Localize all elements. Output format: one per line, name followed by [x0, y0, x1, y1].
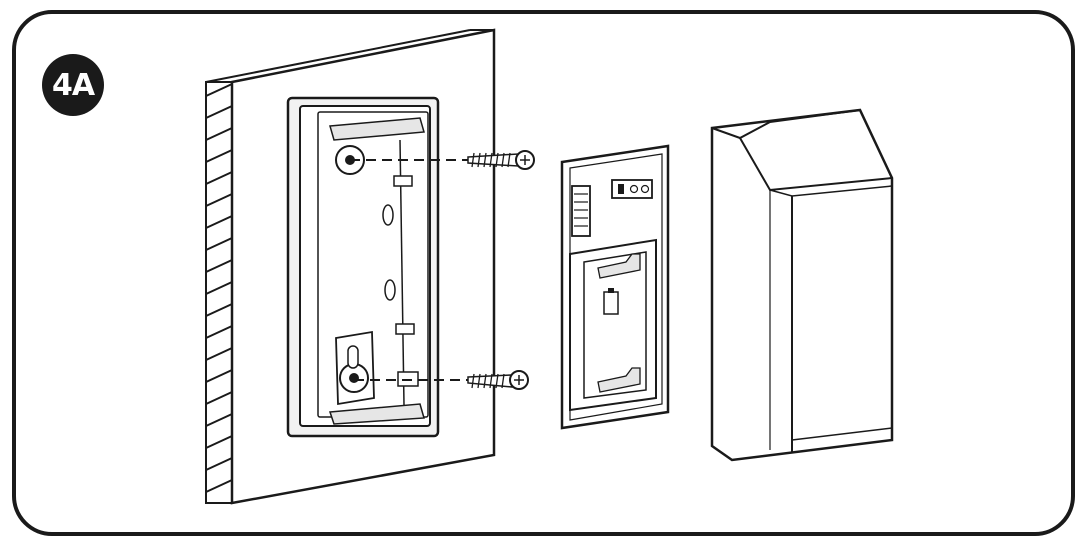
wall-mount-plate-icon [286, 96, 440, 438]
screw-icon [467, 370, 529, 390]
step-badge: 4A [42, 54, 104, 116]
diagram-border [12, 10, 1075, 536]
screw-icon [467, 150, 535, 170]
cover-icon [710, 108, 894, 462]
battery-module-icon [560, 144, 670, 430]
